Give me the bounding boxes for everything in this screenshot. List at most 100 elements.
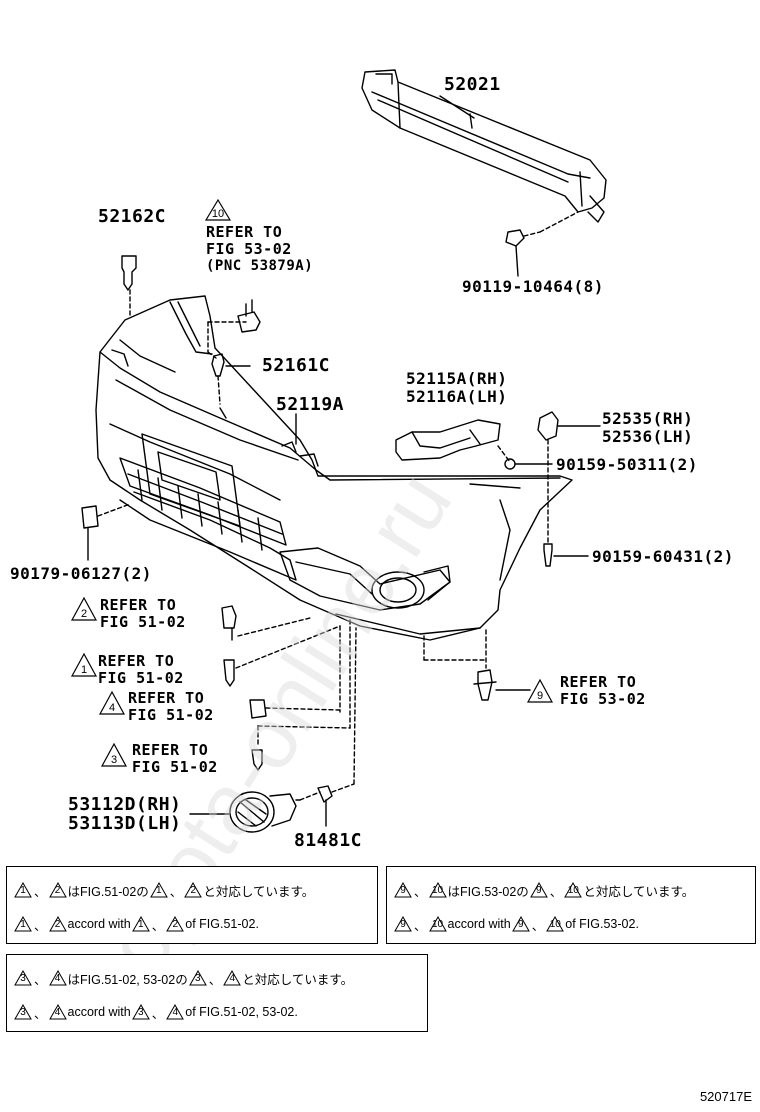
bumper-cover-part [95,295,573,641]
note-text: of FIG.51-02, 53-02. [185,1005,298,1019]
label-90119: 90119-10464(8) [462,277,604,296]
ref3-line1: REFER TO [132,741,209,759]
label-52535: 52535(RH) [602,409,694,428]
note-row-en: 9 、 10 accord with 9 、 10 of FIG.53-02. [393,911,639,937]
note-text: はFIG.51-02, 53-02の [67,972,188,987]
note-triangle: 4 [48,970,67,986]
ref4-line1: REFER TO [128,689,205,707]
note-triangle: 1 [131,916,150,932]
note-triangle: 4 [166,1004,185,1020]
retainer-52115a [395,419,511,463]
note-row-jp: 3 、 4 はFIG.51-02, 53-02の 3 、 4 と対応しています。 [13,965,353,991]
label-52536: 52536(LH) [602,427,694,446]
note-triangle: 1 [149,882,168,898]
ref-triangle-9-number: 9 [537,690,543,702]
note-triangle: 9 [394,916,412,932]
ref10-line1: REFER TO [206,223,283,241]
label-52161c: 52161C [262,355,331,376]
ref2-line1: REFER TO [100,596,177,614]
note-triangle: 2 [48,916,67,932]
note-row-en: 1 、 2 accord with 1 、 2 of FIG.51-02. [13,911,259,937]
note-triangle: 3 [14,1004,32,1020]
note-text: accord with [447,917,511,931]
ref-triangle-3-number: 3 [111,754,117,766]
label-90179: 90179-06127(2) [10,564,152,583]
clip-81481c [299,627,357,827]
sep: 、 [549,884,563,899]
label-90159-50311: 90159-50311(2) [556,455,698,474]
document-id: 520717E [699,1089,752,1104]
ref-triangle-10-number: 10 [212,208,224,220]
note-text: accord with [67,917,131,931]
note-row-jp: 1 、 2 はFIG.51-02の 1 、 2 と対応しています。 [13,877,314,903]
sep: 、 [34,918,47,933]
ref3-line2: FIG 51-02 [132,758,218,776]
sep: 、 [151,918,165,933]
fog-lamp-cover-part [189,791,301,833]
ref9-line2: FIG 53-02 [560,690,646,708]
label-52115a: 52115A(RH) [406,369,508,388]
nut-90179 [81,503,131,561]
label-52119a: 52119A [276,394,345,415]
note-triangle: 2 [166,916,185,932]
ref-triangle-4-number: 4 [109,702,115,714]
refer-to-ref9: REFER TO FIG 53-02 [560,674,646,708]
ref10-line2: FIG 53-02 [206,240,292,258]
note-triangle: 10 [428,882,447,898]
label-90159-60431: 90159-60431(2) [592,547,734,566]
label-53112d: 53112D(RH) [68,794,182,815]
note-triangle: 3 [14,970,32,986]
lower-fasteners [221,605,351,771]
ref-triangle-2 [70,596,98,621]
note-row-en: 3 、 4 accord with 3 、 4 of FIG.51-02, 53… [13,999,298,1025]
bolt-90159-60431 [543,543,589,567]
note-text: はFIG.53-02の [447,884,529,899]
bolt-90119 [505,211,579,277]
bracket-52535 [537,411,601,543]
clip-52162c [121,255,137,319]
ref-triangle-10 [204,198,232,221]
bumper-reinforcement-part [361,69,607,223]
sep: 、 [169,884,183,899]
note-row-jp: 9 、 10 はFIG.53-02の 9 、 10 と対応しています。 [393,877,694,903]
ref2-line2: FIG 51-02 [100,613,186,631]
note-triangle: 10 [564,882,583,898]
sep: 、 [34,1006,47,1021]
note-triangle: 4 [48,1004,67,1020]
ref10-line3: (PNC 53879A) [206,258,314,274]
refer-to-ref3: REFER TO FIG 51-02 [132,742,218,776]
note-text: はFIG.51-02の [67,884,149,899]
ref9-line1: REFER TO [560,673,637,691]
sep: 、 [34,884,47,899]
ref-triangle-2-number: 2 [81,608,87,620]
note-triangle: 2 [48,882,67,898]
refer-to-ref1: REFER TO FIG 51-02 [98,653,184,687]
refer-to-ref2: REFER TO FIG 51-02 [100,597,186,631]
note-box-51-02-53-02: 3 、 4 はFIG.51-02, 53-02の 3 、 4 と対応しています。… [6,954,428,1032]
sep: 、 [414,884,427,899]
refer-to-ref4: REFER TO FIG 51-02 [128,690,214,724]
label-52021: 52021 [444,74,501,95]
note-triangle: 10 [546,916,565,932]
note-triangle: 9 [529,882,548,898]
note-text: accord with [67,1005,131,1019]
note-text: と対応しています。 [242,972,354,987]
refer-to-fig-53-02-pnc: REFER TO FIG 53-02 (PNC 53879A) [206,224,313,275]
note-triangle: 3 [131,1004,150,1020]
push-clip [423,629,531,701]
label-52162c: 52162C [98,206,167,227]
note-triangle: 1 [14,882,32,898]
note-triangle: 3 [188,970,207,986]
note-triangle: 10 [428,916,447,932]
ref1-line2: FIG 51-02 [98,669,184,687]
note-box-51-02: 1 、 2 はFIG.51-02の 1 、 2 と対応しています。 1 、 2 … [6,866,378,944]
note-text: と対応しています。 [203,884,315,899]
note-triangle: 9 [511,916,530,932]
ref1-line1: REFER TO [98,652,175,670]
ref-triangle-1-number: 1 [81,664,87,676]
note-box-53-02: 9 、 10 はFIG.53-02の 9 、 10 と対応しています。 9 、 … [386,866,756,944]
label-81481c: 81481C [294,830,363,851]
sep: 、 [414,918,427,933]
reference-triangles [70,198,554,767]
ref4-line2: FIG 51-02 [128,706,214,724]
